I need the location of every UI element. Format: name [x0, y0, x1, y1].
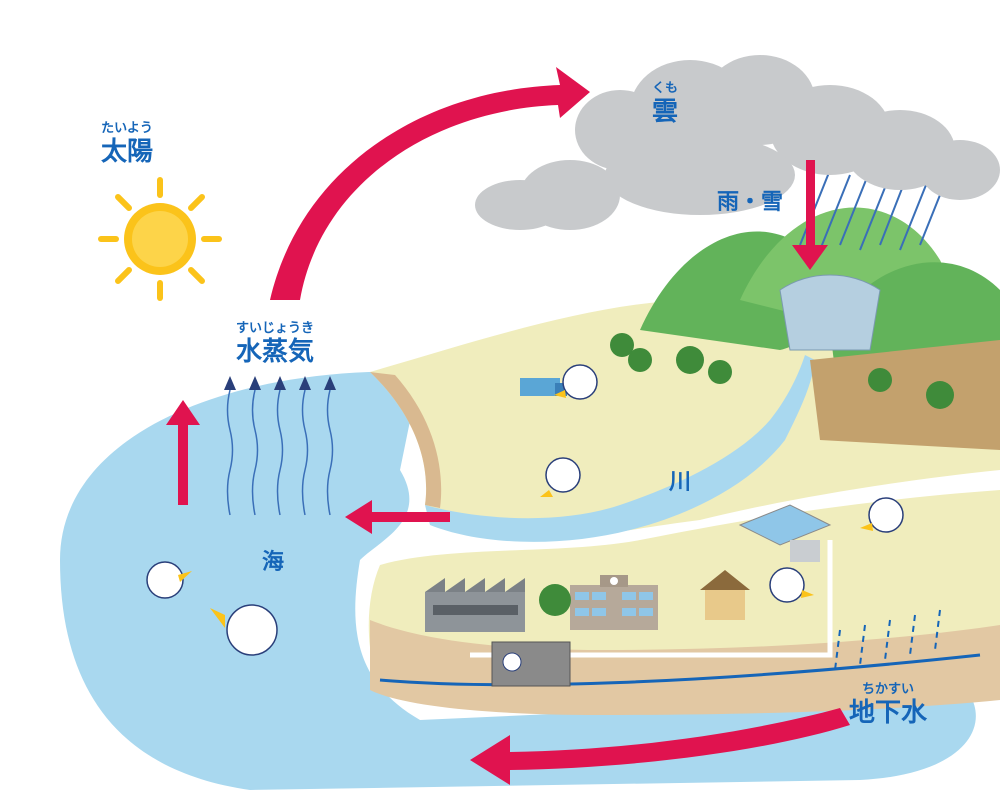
groundwater-arrow: [470, 708, 850, 785]
arrows: [166, 67, 850, 785]
river-arrow: [345, 500, 450, 534]
groundwater-text: 地下水: [848, 698, 927, 728]
sun-icon: [98, 177, 222, 301]
cloud-text: 雲: [651, 97, 678, 127]
rain-arrow: [792, 160, 828, 270]
sun-text: 太陽: [100, 137, 153, 167]
rain-label: 雨・雪: [700, 192, 800, 214]
evaporation-arrow: [270, 67, 590, 300]
groundwater-ruby: ちかすい: [861, 682, 914, 697]
sun-ruby: たいよう: [101, 121, 153, 136]
school-icon: [570, 575, 658, 630]
soil-layer: [370, 620, 1000, 715]
vapor-arrowheads: [224, 376, 336, 390]
tree-icon: [539, 333, 954, 616]
sun-label: たいよう 太陽: [92, 122, 162, 165]
up-arrow: [166, 400, 200, 505]
sewer-pipe: [470, 540, 833, 658]
groundwater-pipe: [379, 653, 981, 687]
rain-text: 雨・雪: [716, 190, 783, 215]
infiltration-lines: [834, 609, 941, 671]
vapor-text: 水蒸気: [235, 337, 314, 367]
river-text: 川: [668, 470, 691, 495]
sea: [60, 371, 976, 790]
vapor-ruby: すいじょうき: [235, 321, 314, 336]
cloud-icon: [475, 55, 1000, 230]
duck-mascot-icon: [146, 364, 904, 672]
cloud-label: くも 雲: [640, 82, 690, 125]
river: [425, 355, 815, 542]
sea-text: 海: [261, 550, 284, 575]
upper-bank-cliff: [370, 372, 442, 508]
sea-label: 海: [253, 552, 293, 574]
dam-icon: [779, 274, 881, 351]
groundwater-label: ちかすい 地下水: [838, 683, 938, 726]
house-icon: [700, 570, 750, 620]
cloud-ruby: くも: [651, 81, 678, 96]
vapor-lines: [226, 389, 334, 516]
factory-icon: [425, 578, 525, 632]
river-label: 川: [660, 472, 700, 494]
vapor-label: すいじょうき 水蒸気: [220, 322, 330, 365]
water-plant-icon: [738, 504, 832, 562]
rice-field: [810, 340, 1000, 450]
